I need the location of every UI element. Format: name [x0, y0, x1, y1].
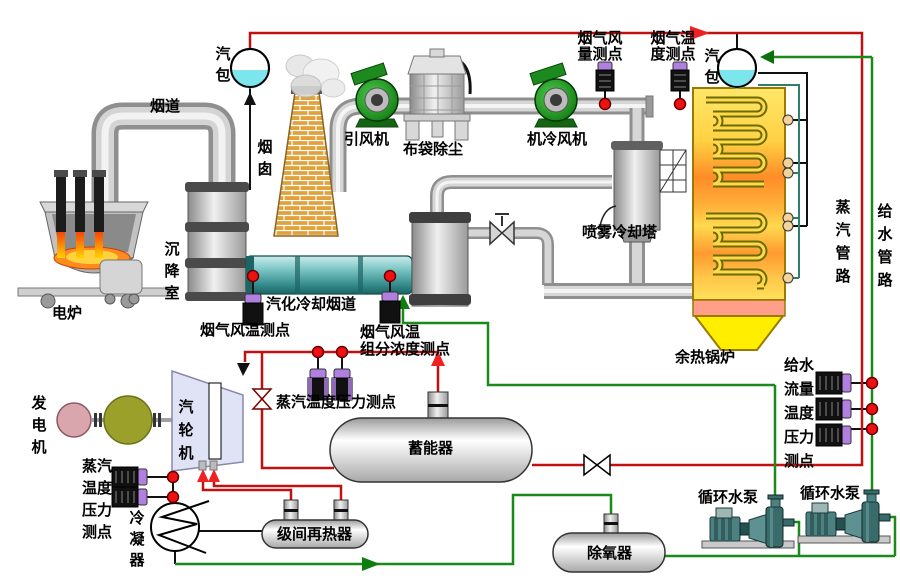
bag-filter — [403, 48, 472, 141]
electric-furnace — [17, 170, 169, 309]
label-steam-drum-right: 汽包 — [704, 47, 720, 86]
generator-exciter — [103, 395, 153, 445]
label-pump-right: 循环水泵 — [800, 484, 861, 502]
flue-duct-pipe — [91, 102, 236, 212]
cooling-fan — [529, 62, 578, 128]
deaerator-tank — [552, 513, 666, 573]
boiler-tap-points — [782, 114, 794, 284]
steam-turbine — [171, 369, 244, 472]
electrode — [75, 176, 85, 232]
interstage-reheater-tank — [261, 499, 369, 549]
chimney — [273, 86, 339, 237]
label-bag-filter: 布袋除尘 — [403, 140, 464, 158]
steam-tp-sensor-2 — [331, 368, 353, 401]
duct-composition-sensor — [379, 291, 401, 324]
bypass-valve — [251, 388, 273, 410]
flow-arrows — [197, 26, 774, 571]
label-pump-left: 循环水泵 — [698, 488, 759, 506]
label-settling-chamber: 沉降室 — [164, 240, 180, 302]
waste-heat-boiler — [692, 87, 786, 351]
label-steam-tp-point: 蒸汽温度压力测点 — [276, 393, 397, 411]
duct-temp-sensor — [242, 293, 264, 326]
label-reheater: 级间再热器 — [277, 525, 353, 543]
duct-cylinder — [409, 212, 471, 307]
circulating-pump-left — [701, 494, 795, 549]
tower-stairs — [594, 205, 617, 230]
label-steam-drum-left: 汽包 — [215, 45, 231, 84]
label-condenser: 冷凝器 — [129, 509, 145, 569]
label-feedwater-point: 给水流量温度压力测点 — [784, 356, 815, 470]
circulating-pump-right — [797, 489, 891, 544]
label-feedwater-line: 给水管路 — [877, 202, 893, 289]
label-generator: 发电机 — [31, 394, 47, 456]
label-id-fan: 引风机 — [344, 130, 390, 148]
spray-cooling-tower — [594, 141, 687, 243]
label-accumulator: 蓄能器 — [408, 439, 454, 457]
flue-volume-sensor — [595, 61, 615, 92]
label-cooling-fan: 机冷风机 — [527, 130, 588, 148]
feedwater-sensor-temp — [815, 397, 852, 421]
turbine-steam-sensor-2 — [111, 486, 148, 508]
turbine-steam-sensor-1 — [111, 466, 148, 488]
measurement-dots — [166, 97, 879, 504]
generator-motor — [56, 402, 92, 438]
label-flue-temp-point: 烟气温度测点 — [650, 29, 696, 63]
gas-valve — [489, 213, 515, 246]
label-turbine-steam-tp-point: 蒸汽温度压力测点 — [82, 457, 113, 541]
generator-set — [56, 395, 172, 445]
feedwater-sensor-flow — [815, 371, 852, 395]
flue-temp-sensor — [670, 61, 690, 92]
label-furnace: 电炉 — [52, 304, 83, 322]
label-flue-duct: 烟道 — [150, 97, 181, 115]
label-vapor-duct: 汽化冷却烟道 — [266, 295, 357, 313]
ladle — [99, 259, 143, 295]
feedwater-sensor-pressure — [815, 423, 852, 447]
tower-scaffold — [659, 149, 687, 193]
steam-drum-right — [717, 48, 757, 89]
label-duct-temp-point: 烟气风温测点 — [200, 321, 291, 339]
label-flue-volume-point: 烟气风量测点 — [577, 29, 623, 63]
label-spray-tower: 喷雾冷却塔 — [582, 223, 658, 241]
condenser — [150, 500, 210, 554]
settling-chamber — [185, 182, 249, 301]
id-fan — [350, 62, 399, 128]
electrode — [56, 176, 66, 232]
duct-to-boiler-pipe — [430, 175, 695, 299]
steam-drum-left — [230, 48, 270, 89]
label-duct-composition-point: 烟气风温组分浓度测点 — [360, 323, 451, 358]
electrode — [94, 176, 104, 232]
steam-release-valve — [583, 453, 611, 477]
label-turbine: 汽轮机 — [178, 398, 194, 462]
accumulator-tank — [329, 391, 533, 483]
smoke — [285, 54, 346, 98]
water-flow-arrow — [362, 557, 380, 571]
steam-flow-arrow — [690, 26, 710, 40]
steam-tp-sensor-1 — [307, 368, 329, 401]
label-steam-line: 蒸汽管路 — [835, 198, 851, 285]
label-boiler: 余热锅炉 — [675, 348, 736, 366]
label-deaerator: 除氧器 — [587, 544, 633, 562]
label-chimney: 烟囱 — [257, 138, 273, 178]
